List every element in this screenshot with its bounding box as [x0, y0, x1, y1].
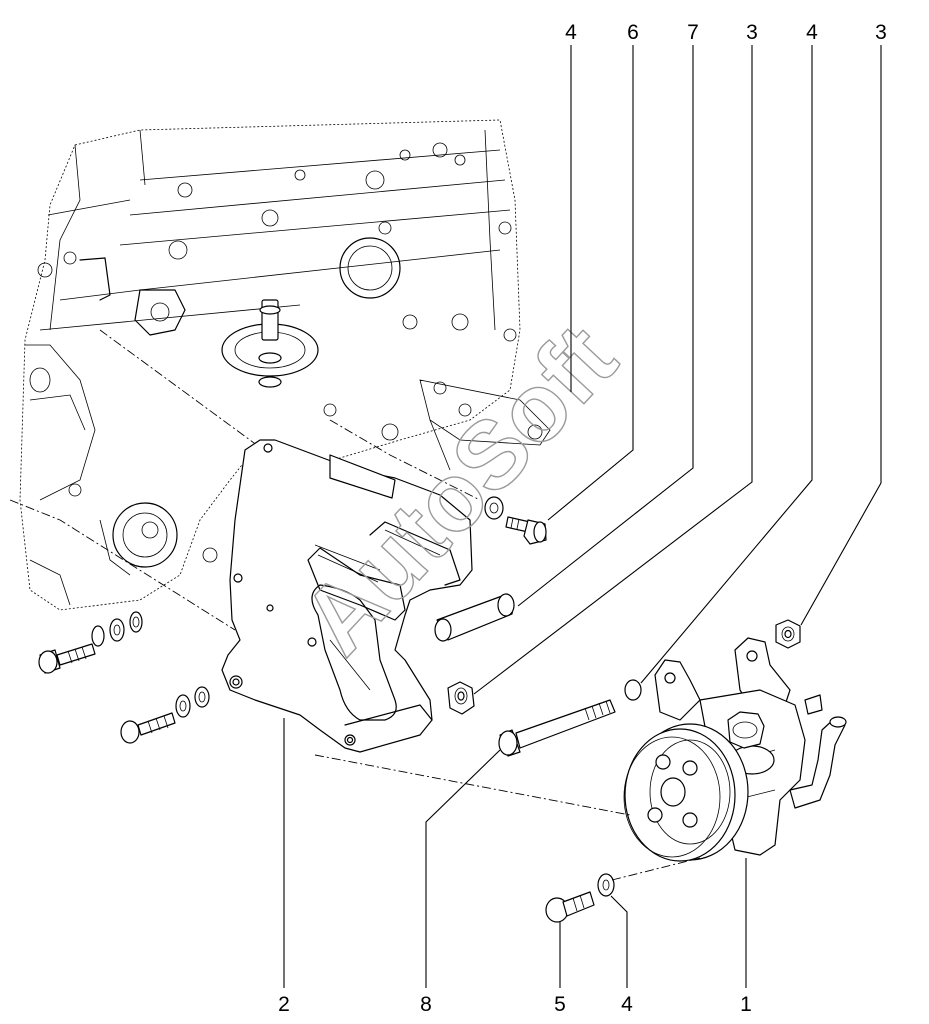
callout-top-3: 7: [687, 21, 699, 44]
spacer-sleeve-7: [434, 593, 515, 642]
callout-bottom-2: 8: [420, 993, 432, 1016]
callout-bottom-4: 4: [621, 993, 633, 1016]
bolt-6: [505, 516, 547, 545]
leader-lines: [283, 45, 882, 988]
left-bolt-upper: [38, 611, 143, 674]
callout-top-5: 4: [806, 21, 818, 44]
nut-3-left: [447, 681, 475, 715]
callout-bottom-5: 1: [740, 993, 752, 1016]
callouts-bottom: 2 8 5 4 1: [278, 993, 752, 1016]
washer-right: [624, 679, 642, 701]
washer-upper: [484, 496, 504, 520]
washer-bottom: [597, 873, 615, 897]
engine-block: [9, 119, 551, 631]
callout-top-4: 3: [746, 21, 758, 44]
nut-3-right: [775, 619, 801, 649]
callout-top-2: 6: [627, 21, 639, 44]
power-steering-pump: [623, 637, 847, 862]
bolt-5: [545, 891, 595, 923]
callout-bottom-3: 5: [554, 993, 566, 1016]
callout-top-6: 3: [875, 21, 887, 44]
callout-bottom-1: 2: [278, 993, 290, 1016]
left-bolt-lower: [120, 686, 210, 744]
callouts-top: 4 6 7 3 4 3: [565, 21, 887, 44]
callout-top-1: 4: [565, 21, 577, 44]
long-bolt-8: [498, 699, 616, 757]
pump-mount-bracket: [221, 439, 473, 753]
